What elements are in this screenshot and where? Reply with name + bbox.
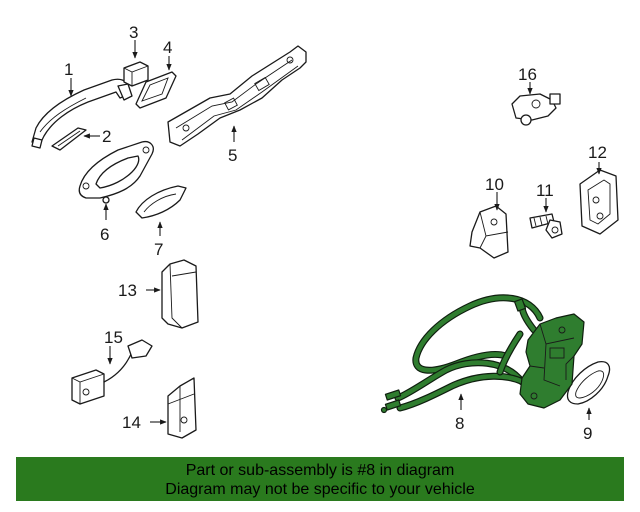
part-16-switch[interactable]	[511, 93, 561, 126]
part-4-gasket[interactable]	[135, 71, 177, 109]
part-1-outside-handle[interactable]	[31, 78, 133, 149]
part-10-bracket[interactable]	[469, 205, 509, 259]
callout-7: 7	[154, 240, 163, 259]
callout-15: 15	[104, 328, 123, 347]
part-2-gasket[interactable]	[51, 127, 87, 151]
callout-11: 11	[536, 181, 554, 200]
callout-6: 6	[100, 225, 109, 244]
callout-14: 14	[122, 413, 141, 432]
callout-1: 1	[64, 60, 73, 79]
callout-8: 8	[455, 414, 464, 433]
part-12-striker[interactable]	[579, 169, 619, 235]
callout-2: 2	[102, 127, 111, 146]
callout-13: 13	[118, 281, 137, 300]
banner-line-1: Part or sub-assembly is #8 in diagram	[185, 462, 455, 479]
part-14-bracket[interactable]	[167, 377, 197, 439]
part-6-inside-handle[interactable]	[78, 140, 154, 204]
callout-4: 4	[163, 38, 172, 57]
callout-16: 16	[518, 65, 537, 84]
info-banner: Part or sub-assembly is #8 in diagram Di…	[16, 457, 624, 501]
part-11-bolt[interactable]	[529, 213, 563, 239]
callout-9: 9	[583, 424, 592, 443]
banner-line-2: Diagram may not be specific to your vehi…	[165, 481, 475, 498]
part-5-frame[interactable]	[167, 45, 307, 147]
part-8-lock-actuator[interactable]	[380, 294, 585, 414]
part-3-cap[interactable]	[123, 61, 149, 87]
callout-10: 10	[485, 175, 504, 194]
part-15-rod[interactable]	[71, 339, 153, 405]
part-7-bezel[interactable]	[135, 185, 187, 219]
part-9-grommet[interactable]	[566, 360, 611, 405]
part-13-cover[interactable]	[161, 259, 199, 329]
callout-5: 5	[228, 146, 237, 165]
callout-12: 12	[588, 143, 607, 162]
callout-3: 3	[129, 23, 138, 42]
